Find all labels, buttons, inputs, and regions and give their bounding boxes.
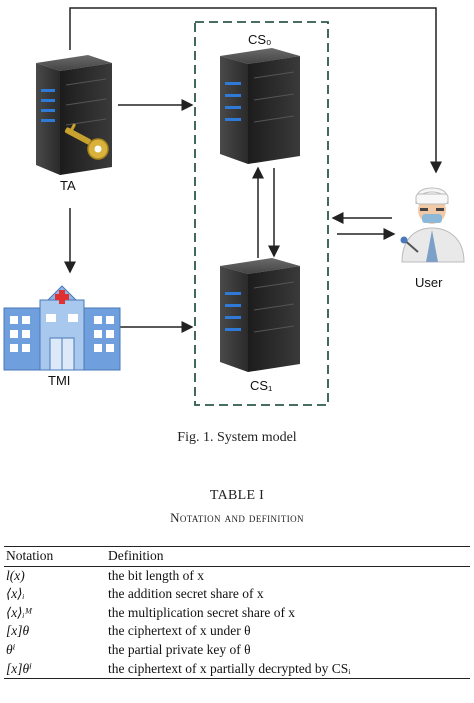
system-model-diagram: TA TMI CS₀ CS₁ User — [3, 7, 465, 406]
definition-cell: the multiplication secret share of x — [108, 604, 296, 620]
cs0-server-icon — [220, 48, 300, 164]
definition-header: Definition — [108, 548, 164, 563]
table-header-row: Notation Definition — [4, 546, 470, 567]
table-row: ⟨x⟩ᵢ the addition secret share of x — [4, 585, 470, 604]
notation-cell: θⁱ — [6, 641, 16, 657]
notation-cell: [x]θⁱ — [6, 660, 32, 676]
table-row: ⟨x⟩ᵢᴹ the multiplication secret share of… — [4, 604, 470, 623]
cloud-servers-box — [194, 21, 329, 406]
table-row: [x]θ the ciphertext of x under θ — [4, 622, 470, 641]
key-icon — [64, 123, 109, 160]
notation-table: Notation Definition l(x) the bit length … — [4, 546, 470, 679]
cs1-server-icon — [220, 258, 300, 372]
definition-cell: the ciphertext of x under θ — [108, 623, 251, 639]
notation-cell: ⟨x⟩ᵢ — [6, 586, 25, 602]
table-row: l(x) the bit length of x — [4, 566, 470, 585]
ta-label: TA — [60, 178, 76, 193]
notation-cell: l(x) — [6, 567, 25, 583]
cs0-label: CS₀ — [248, 32, 271, 47]
table-row: θⁱ the partial private key of θ — [4, 641, 470, 660]
definition-cell: the ciphertext of x partially decrypted … — [108, 660, 351, 676]
table-title: TABLE I — [209, 488, 265, 503]
tmi-label: TMI — [48, 373, 70, 388]
definition-cell: the partial private key of θ — [108, 641, 251, 657]
cs1-label: CS₁ — [250, 378, 273, 393]
ta-to-user-arrow — [69, 7, 442, 174]
definition-cell: the bit length of x — [108, 567, 204, 583]
user-doctor-icon — [400, 187, 465, 263]
user-label: User — [415, 275, 443, 290]
notation-cell: [x]θ — [6, 623, 30, 639]
figure-caption: Fig. 1. System model — [177, 430, 297, 445]
table-row: [x]θⁱ the ciphertext of x partially decr… — [4, 660, 470, 679]
hospital-icon — [3, 285, 121, 371]
notation-header: Notation — [6, 548, 54, 563]
notation-cell: ⟨x⟩ᵢᴹ — [6, 604, 33, 620]
table-subtitle: Notation and definition — [170, 510, 304, 525]
definition-cell: the addition secret share of x — [108, 586, 264, 602]
